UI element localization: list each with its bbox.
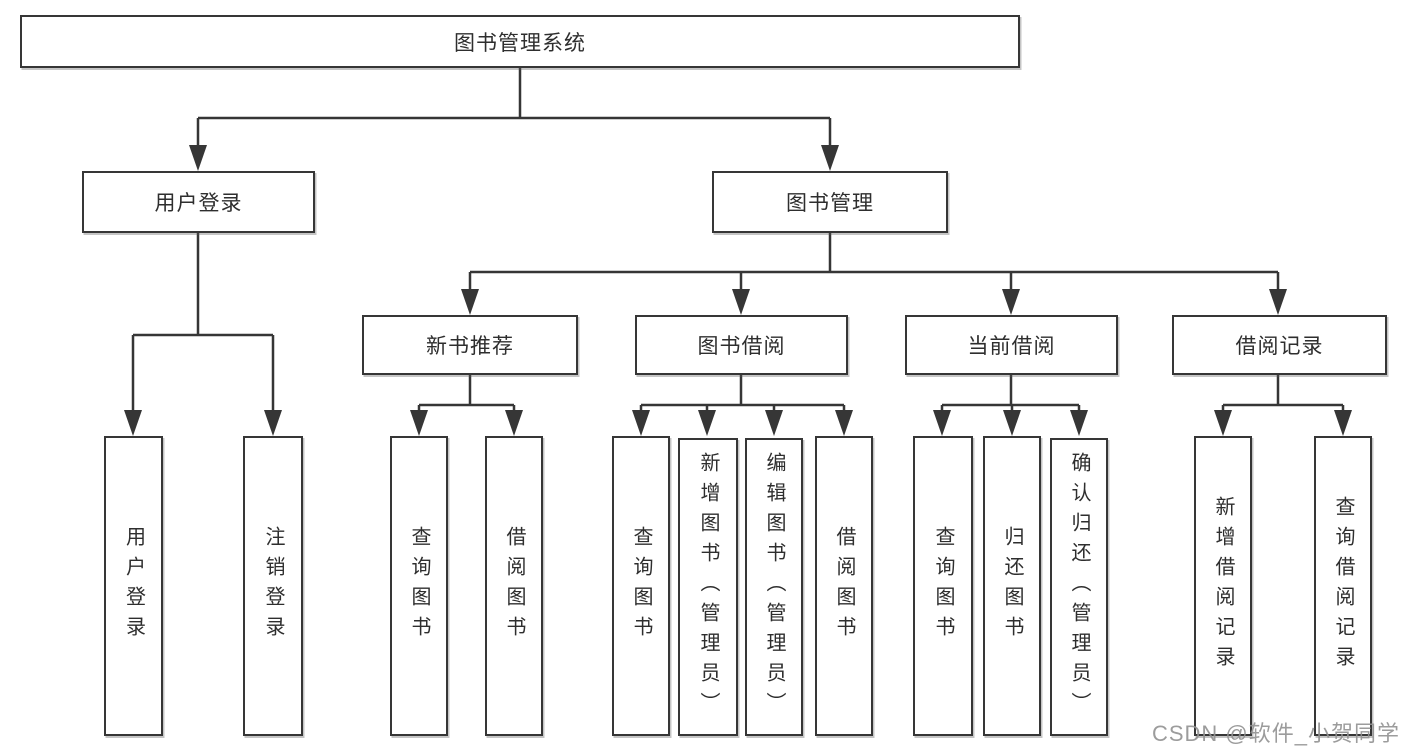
leaf-query-borrow-record: 查询借阅记录 <box>1314 436 1372 736</box>
leaf-add-book-admin: 新增图书（管理员） <box>678 438 738 736</box>
node-system-root: 图书管理系统 <box>20 15 1020 68</box>
edge-current-to-leaves <box>940 375 1081 414</box>
leaf-query-borrow-record-label: 查询借阅记录 <box>1332 496 1354 676</box>
leaf-newrec-query-book-label: 查询图书 <box>408 526 430 646</box>
leaf-borrowing-query-book-label: 查询图书 <box>630 526 652 646</box>
leaf-add-borrow-record-label: 新增借阅记录 <box>1212 496 1234 676</box>
node-book-management-label: 图书管理 <box>786 192 874 215</box>
arrowheads <box>124 145 1352 436</box>
leaf-current-query-book: 查询图书 <box>913 436 973 736</box>
leaf-borrowing-borrow-book-label: 借阅图书 <box>833 526 855 646</box>
node-new-book-recommend: 新书推荐 <box>362 315 578 375</box>
node-system-root-label: 图书管理系统 <box>454 31 586 55</box>
node-book-borrowing-label: 图书借阅 <box>697 335 786 358</box>
node-book-borrowing: 图书借阅 <box>635 315 848 375</box>
leaf-return-book: 归还图书 <box>983 436 1041 736</box>
node-borrowing-records-label: 借阅记录 <box>1235 335 1324 358</box>
leaf-newrec-borrow-book-label: 借阅图书 <box>503 526 525 646</box>
edge-newrec-to-leaves <box>417 375 516 414</box>
node-borrowing-records: 借阅记录 <box>1172 315 1387 375</box>
leaf-borrowing-borrow-book: 借阅图书 <box>815 436 873 736</box>
leaf-confirm-return-admin-label: 确认归还（管理员） <box>1068 452 1090 722</box>
node-user-login: 用户登录 <box>82 171 315 233</box>
leaf-edit-book-admin: 编辑图书（管理员） <box>745 438 803 736</box>
leaf-borrowing-query-book: 查询图书 <box>612 436 670 736</box>
leaf-logout-label: 注销登录 <box>262 526 284 646</box>
csdn-watermark: CSDN @软件_小贺同学 <box>1151 721 1400 746</box>
leaf-user-login: 用户登录 <box>104 436 163 736</box>
node-current-borrowing-label: 当前借阅 <box>967 335 1056 358</box>
leaf-current-query-book-label: 查询图书 <box>932 526 954 646</box>
node-book-management: 图书管理 <box>712 171 948 233</box>
leaf-confirm-return-admin: 确认归还（管理员） <box>1050 438 1108 736</box>
node-current-borrowing: 当前借阅 <box>905 315 1118 375</box>
leaf-add-book-admin-label: 新增图书（管理员） <box>697 452 719 722</box>
leaf-newrec-borrow-book: 借阅图书 <box>485 436 543 736</box>
edge-root-to-level2 <box>196 68 832 150</box>
edge-userlogin-to-leaves <box>131 233 275 414</box>
leaf-newrec-query-book: 查询图书 <box>390 436 448 736</box>
edge-bookmgmt-to-level3 <box>468 233 1280 293</box>
edge-records-to-leaves <box>1221 375 1345 414</box>
leaf-return-book-label: 归还图书 <box>1001 526 1023 646</box>
leaf-add-borrow-record: 新增借阅记录 <box>1194 436 1252 736</box>
node-new-book-recommend-label: 新书推荐 <box>426 335 514 358</box>
edge-borrowing-to-leaves <box>639 375 846 414</box>
leaf-edit-book-admin-label: 编辑图书（管理员） <box>763 452 785 722</box>
node-user-login-label: 用户登录 <box>154 192 243 215</box>
leaf-logout: 注销登录 <box>243 436 303 736</box>
leaf-user-login-label: 用户登录 <box>122 526 145 646</box>
